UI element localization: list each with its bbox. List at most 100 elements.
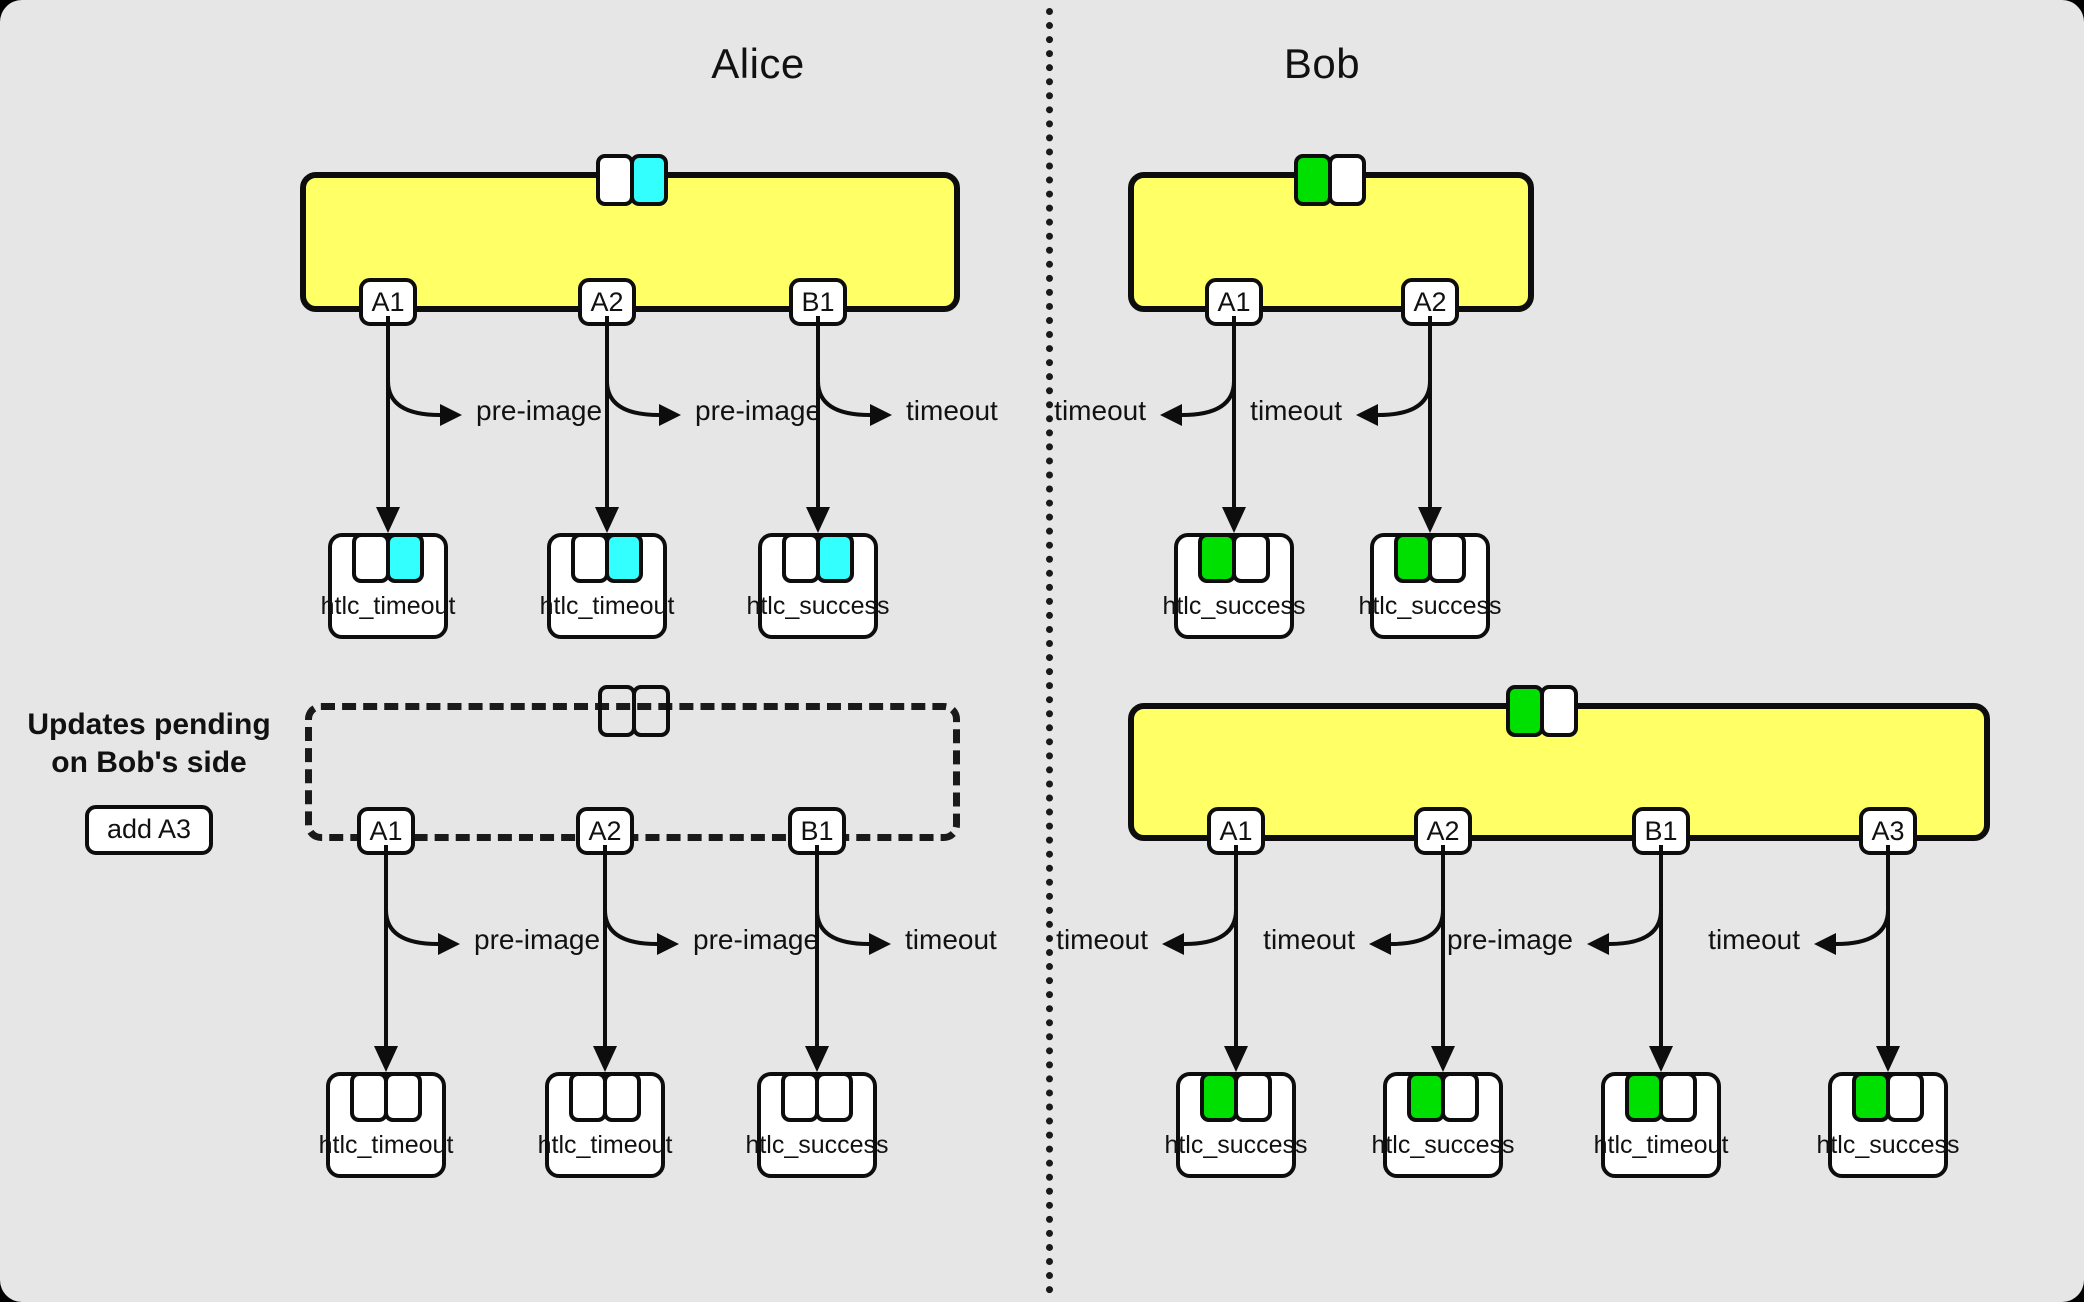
output-bob-top-a2-tab[interactable]: A2 (1401, 278, 1459, 326)
commitment-signatures-bob-bottom-slot-2 (1540, 685, 1578, 737)
output-alice-bottom-a2-htlc-signature-1 (569, 1072, 607, 1122)
output-bob-bottom-a3-branch-label: timeout (1708, 924, 1800, 955)
output-bob-top-a2-branch-label: timeout (1250, 395, 1342, 426)
output-alice-bottom-a2-htlc-label: htlc_timeout (537, 1131, 673, 1159)
output-bob-bottom-a2-htlc-signature-2 (1441, 1072, 1479, 1122)
output-alice-top-a2-htlc-signature-1 (571, 533, 609, 583)
output-alice-bottom-a1-htlc-label: htlc_timeout (318, 1131, 454, 1159)
commitment-signatures-bob-bottom (1506, 685, 1578, 737)
output-alice-top-a1-tab[interactable]: A1 (359, 278, 417, 326)
output-bob-bottom-a2-tab[interactable]: A2 (1414, 807, 1472, 855)
output-alice-bottom-b1-htlc[interactable]: htlc_success (745, 1072, 889, 1178)
output-alice-bottom-a1-tab[interactable]: A1 (357, 807, 415, 855)
commitment-signatures-alice-bottom (598, 685, 670, 737)
output-bob-bottom-a1-connector (1162, 845, 1248, 1072)
output-alice-top-b1-htlc-signature-1 (782, 533, 820, 583)
party-divider (1046, 8, 1053, 1294)
output-alice-bottom-b1-connector (805, 845, 891, 1072)
output-alice-top-a1-htlc-signature-1 (352, 533, 390, 583)
pending-note-line2: on Bob's side (51, 746, 247, 780)
commitment-signatures-alice-top-slot-1 (596, 154, 634, 206)
output-alice-bottom-b1-branch-label: timeout (905, 924, 997, 955)
output-alice-bottom-a1-htlc[interactable]: htlc_timeout (319, 1072, 453, 1178)
output-bob-bottom-b1-htlc-label: htlc_timeout (1593, 1131, 1729, 1159)
output-alice-bottom-a2-htlc[interactable]: htlc_timeout (538, 1072, 672, 1178)
output-bob-top-a1-htlc-signatures (1198, 533, 1270, 583)
pending-updates-note: Updates pending on Bob's side add A3 (10, 706, 288, 855)
output-alice-top-b1-htlc-signatures (782, 533, 854, 583)
output-alice-top-a2-htlc-label: htlc_timeout (539, 592, 675, 620)
output-bob-bottom-a3-connector (1814, 845, 1900, 1072)
output-alice-bottom-b1-htlc-label: htlc_success (745, 1131, 889, 1159)
output-bob-bottom-a1-htlc-signature-1 (1200, 1072, 1238, 1122)
output-bob-top-a2-htlc-label: htlc_success (1358, 592, 1502, 620)
output-bob-top-a2-htlc[interactable]: htlc_success (1358, 533, 1502, 639)
output-bob-top-a1-htlc[interactable]: htlc_success (1162, 533, 1306, 639)
output-bob-bottom-a3-htlc-signature-1 (1852, 1072, 1890, 1122)
output-alice-top-b1-branch-label: timeout (906, 395, 998, 426)
output-alice-top-a1-htlc-signature-2 (386, 533, 424, 583)
commitment-signatures-alice-top (596, 154, 668, 206)
output-alice-top-b1-htlc-signature-2 (816, 533, 854, 583)
output-alice-bottom-a1-htlc-signature-1 (350, 1072, 388, 1122)
output-bob-bottom-a2-branch-label: timeout (1263, 924, 1355, 955)
output-alice-bottom-b1-tab[interactable]: B1 (788, 807, 846, 855)
commitment-signatures-bob-top-slot-1 (1294, 154, 1332, 206)
output-bob-top-a1-branch-label: timeout (1054, 395, 1146, 426)
output-bob-bottom-a1-tab[interactable]: A1 (1207, 807, 1265, 855)
output-alice-bottom-a2-htlc-signatures (569, 1072, 641, 1122)
output-bob-bottom-a3-htlc[interactable]: htlc_success (1816, 1072, 1960, 1178)
output-alice-top-a2-htlc-signatures (571, 533, 643, 583)
output-bob-bottom-a1-htlc[interactable]: htlc_success (1164, 1072, 1308, 1178)
output-alice-top-b1-htlc[interactable]: htlc_success (746, 533, 890, 639)
output-alice-bottom-a2-tab[interactable]: A2 (576, 807, 634, 855)
output-alice-top-a2-tab[interactable]: A2 (578, 278, 636, 326)
commitment-signatures-alice-bottom-slot-2 (632, 685, 670, 737)
output-alice-top-b1-tab[interactable]: B1 (789, 278, 847, 326)
output-bob-bottom-b1-tab[interactable]: B1 (1632, 807, 1690, 855)
output-alice-top-a1-branch-label: pre-image (476, 395, 603, 426)
output-bob-bottom-a2-connector (1369, 845, 1455, 1072)
output-alice-bottom-b1-htlc-signatures (781, 1072, 853, 1122)
output-bob-bottom-a1-branch-label: timeout (1056, 924, 1148, 955)
output-bob-top-a1-htlc-signature-1 (1198, 533, 1236, 583)
output-alice-top-a2-htlc[interactable]: htlc_timeout (540, 533, 674, 639)
output-alice-bottom-a2-connector (593, 845, 679, 1072)
commitment-signatures-alice-bottom-slot-1 (598, 685, 636, 737)
output-alice-top-a2-branch-label: pre-image (695, 395, 822, 426)
output-bob-top-a1-htlc-label: htlc_success (1162, 592, 1306, 620)
output-alice-bottom-a1-htlc-signature-2 (384, 1072, 422, 1122)
output-alice-top-a1-htlc-signatures (352, 533, 424, 583)
add-a3-chip[interactable]: add A3 (84, 804, 214, 855)
commitment-signatures-bob-top-slot-2 (1328, 154, 1366, 206)
commitment-signatures-bob-top (1294, 154, 1366, 206)
output-bob-bottom-a2-htlc[interactable]: htlc_success (1371, 1072, 1515, 1178)
output-bob-bottom-a1-htlc-label: htlc_success (1164, 1131, 1308, 1159)
output-bob-bottom-b1-htlc[interactable]: htlc_timeout (1594, 1072, 1728, 1178)
output-bob-bottom-b1-htlc-signature-1 (1625, 1072, 1663, 1122)
output-bob-bottom-b1-htlc-signatures (1625, 1072, 1697, 1122)
output-bob-top-a1-htlc-signature-2 (1232, 533, 1270, 583)
output-alice-bottom-a1-branch-label: pre-image (474, 924, 601, 955)
output-alice-top-a2-htlc-signature-2 (605, 533, 643, 583)
output-alice-bottom-a2-branch-label: pre-image (693, 924, 820, 955)
commitment-signatures-bob-bottom-slot-1 (1506, 685, 1544, 737)
output-alice-top-a1-htlc[interactable]: htlc_timeout (321, 533, 455, 639)
output-bob-top-a1-tab[interactable]: A1 (1205, 278, 1263, 326)
output-bob-bottom-b1-branch-label: pre-image (1446, 924, 1573, 955)
output-bob-bottom-a1-htlc-signatures (1200, 1072, 1272, 1122)
commitment-signatures-alice-top-slot-2 (630, 154, 668, 206)
output-alice-bottom-b1-htlc-signature-1 (781, 1072, 819, 1122)
output-alice-bottom-a2-htlc-signature-2 (603, 1072, 641, 1122)
output-alice-bottom-a1-htlc-signatures (350, 1072, 422, 1122)
output-bob-bottom-a3-tab[interactable]: A3 (1859, 807, 1917, 855)
output-bob-bottom-b1-connector (1587, 845, 1673, 1072)
output-alice-bottom-a1-connector (374, 845, 460, 1072)
output-bob-bottom-a2-htlc-signature-1 (1407, 1072, 1445, 1122)
party-title-bob: Bob (1283, 40, 1361, 87)
output-bob-bottom-a2-htlc-signatures (1407, 1072, 1479, 1122)
output-bob-top-a2-htlc-signatures (1394, 533, 1466, 583)
output-bob-top-a2-htlc-signature-2 (1428, 533, 1466, 583)
party-title-alice: Alice (711, 40, 805, 87)
